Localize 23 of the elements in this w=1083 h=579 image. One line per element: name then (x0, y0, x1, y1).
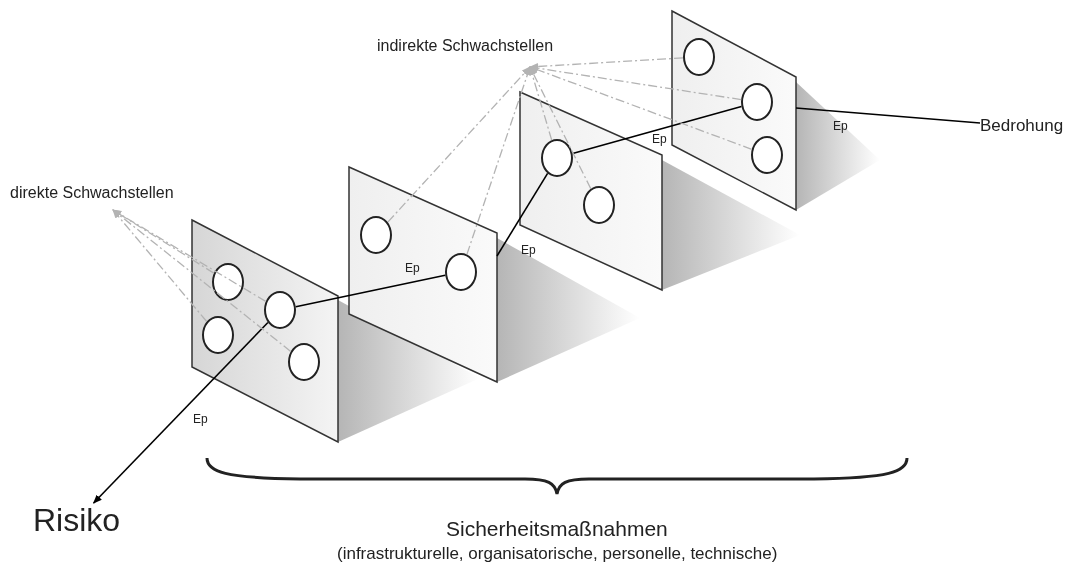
connector-line (795, 107, 981, 124)
annotation-text: Risiko (33, 503, 121, 539)
leader-line (112, 209, 208, 323)
connector-line (571, 105, 743, 155)
annotation-text: indirekte Schwachstellen (377, 37, 554, 55)
edge-label: Ep (193, 413, 208, 425)
annotation-text: direkte Schwachstellen (10, 184, 174, 202)
leader-line (387, 66, 531, 223)
annotation-text: (infrastrukturelle, organisatorische, personelle, technische) (337, 545, 778, 564)
barrier-plane (192, 220, 338, 442)
leader-line (466, 66, 531, 256)
leader-line (112, 209, 292, 353)
connector-line (295, 274, 446, 308)
barrier-plane (349, 167, 497, 382)
edge-label: Ep (652, 133, 667, 145)
leader-line (529, 66, 753, 150)
edge-label: Ep (521, 244, 536, 256)
edge-label: Ep (833, 120, 848, 132)
edge-label: Ep (405, 262, 420, 274)
leader-line (529, 66, 592, 190)
annotation-text: Bedrohung (980, 117, 1064, 136)
annotation-text: Sicherheitsmaßnahmen (446, 517, 668, 541)
arrow (92, 321, 269, 504)
